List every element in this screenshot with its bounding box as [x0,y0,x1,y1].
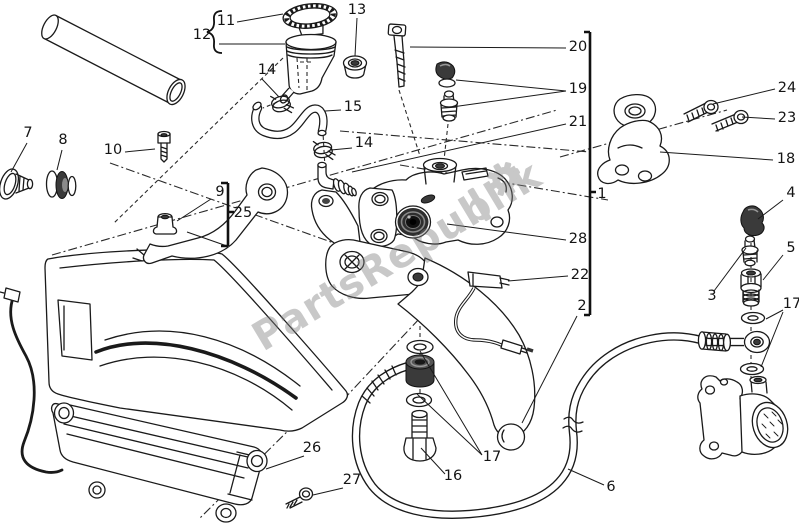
clutch-lever [325,239,536,451]
callout-26: 26 [303,440,321,456]
leader-lines [10,13,784,496]
callout-4: 4 [786,185,795,201]
mounting-eyelets [53,402,268,523]
bleed-valve-capped [435,61,456,88]
hose-union [740,268,762,307]
callout-3: 3 [707,288,716,304]
callout-18: 18 [777,151,795,167]
bleed-valve-cap [740,205,765,237]
clutch-hose [351,330,771,519]
bleed-valve [439,90,459,122]
callout-13: 13 [348,2,366,18]
callout-1: 1 [597,186,606,202]
hose-clamp-upper [270,95,295,114]
hose-clamp-lower [312,140,336,161]
reservoir-hose [251,101,328,139]
brace-group-12 [206,10,223,54]
bracket-group-25 [221,181,234,248]
callout-labels: 1 2 3 4 5 6 7 8 9 10 11 12 13 14 14 15 1… [23,2,799,495]
callout-14b: 14 [355,135,373,151]
clamp-bracket [597,93,670,185]
slave-cylinder [697,375,789,460]
rubber-grommet [152,212,178,235]
bracket-arm [132,167,289,265]
mount-bolt [157,130,171,163]
callout-25: 25 [234,205,252,221]
switch-wire [454,271,534,355]
headlight-fairing [0,249,349,523]
callout-2: 2 [577,298,586,314]
sealing-washers [739,311,766,376]
callout-20: 20 [569,39,587,55]
spring-guard [361,365,397,404]
fairing-screw [285,487,314,509]
callout-14a: 14 [258,62,276,78]
callout-16: 16 [444,468,462,484]
reservoir-mount-grommet [342,55,368,79]
hose-banjo-eye [405,354,435,388]
callout-5: 5 [786,240,795,256]
callout-23: 23 [778,110,796,126]
master-cylinder-body [310,157,513,270]
callout-28: 28 [569,231,587,247]
callout-6: 6 [606,479,615,495]
callout-7: 7 [23,125,32,141]
pivot-washers-bolt [403,339,437,462]
bar-end-grommet [45,170,77,199]
bleed-union [741,235,759,267]
long-bolt [387,23,407,88]
callout-10: 10 [104,142,122,158]
callout-11: 11 [217,13,235,29]
callout-19: 19 [569,81,587,97]
hose-sleeve [697,331,732,352]
bracket-group-1 [584,30,596,317]
callout-17b: 17 [783,296,799,312]
banjo-fitting [743,330,771,354]
handlebar-tube [41,14,186,106]
callout-22: 22 [571,267,589,283]
callout-21: 21 [569,114,587,130]
bracket-bolt-23 [711,109,749,132]
callout-27: 27 [343,472,361,488]
callout-24: 24 [778,80,796,96]
bracket-bolt-24 [683,99,719,123]
callout-9: 9 [215,184,224,200]
group-brackets [206,10,596,317]
callout-12: 12 [193,27,211,43]
piston-boot [394,205,432,239]
watermark-bar [467,187,492,222]
elbow-union [317,161,357,197]
bar-end-screw [0,168,34,200]
headlight-wire [0,287,64,474]
callout-17a: 17 [483,449,501,465]
callout-8: 8 [58,132,67,148]
fluid-reservoir [279,33,337,104]
banjo-bolt [403,409,437,462]
callout-15: 15 [344,99,362,115]
gear-icon [487,162,522,196]
reservoir-cap [282,3,338,37]
